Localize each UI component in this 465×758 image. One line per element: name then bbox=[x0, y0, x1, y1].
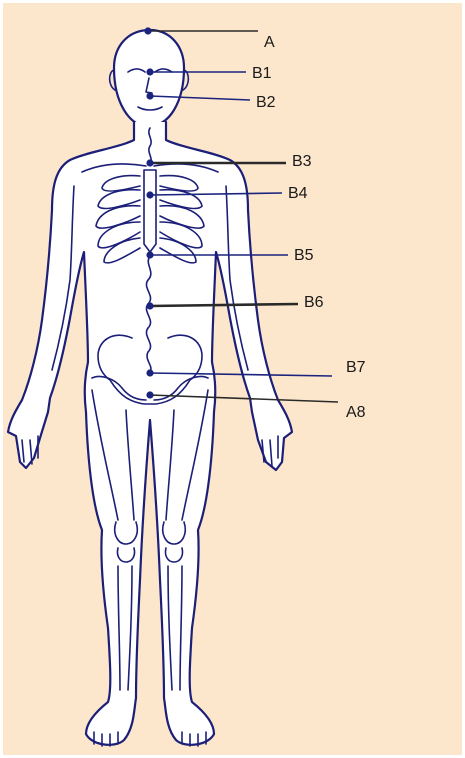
point-marker-b4 bbox=[146, 191, 153, 198]
point-marker-a8 bbox=[146, 391, 153, 398]
torso-outline bbox=[8, 122, 292, 745]
point-label-a8: A8 bbox=[346, 404, 366, 421]
point-marker-b3 bbox=[146, 159, 153, 166]
point-marker-a bbox=[144, 27, 151, 34]
point-marker-b5 bbox=[146, 251, 153, 258]
point-label-b6: B6 bbox=[304, 294, 324, 311]
point-label-b7: B7 bbox=[346, 359, 366, 376]
point-label-b2: B2 bbox=[256, 94, 276, 111]
body-silhouette bbox=[8, 30, 292, 746]
point-label-a: A bbox=[264, 34, 275, 51]
point-marker-b7 bbox=[146, 369, 153, 376]
point-marker-b6 bbox=[146, 302, 153, 309]
point-marker-b2 bbox=[146, 92, 153, 99]
point-label-b4: B4 bbox=[288, 185, 308, 202]
point-marker-b1 bbox=[146, 68, 153, 75]
point-label-b5: B5 bbox=[294, 247, 314, 264]
point-label-b3: B3 bbox=[292, 153, 312, 170]
point-label-b1: B1 bbox=[252, 65, 272, 82]
